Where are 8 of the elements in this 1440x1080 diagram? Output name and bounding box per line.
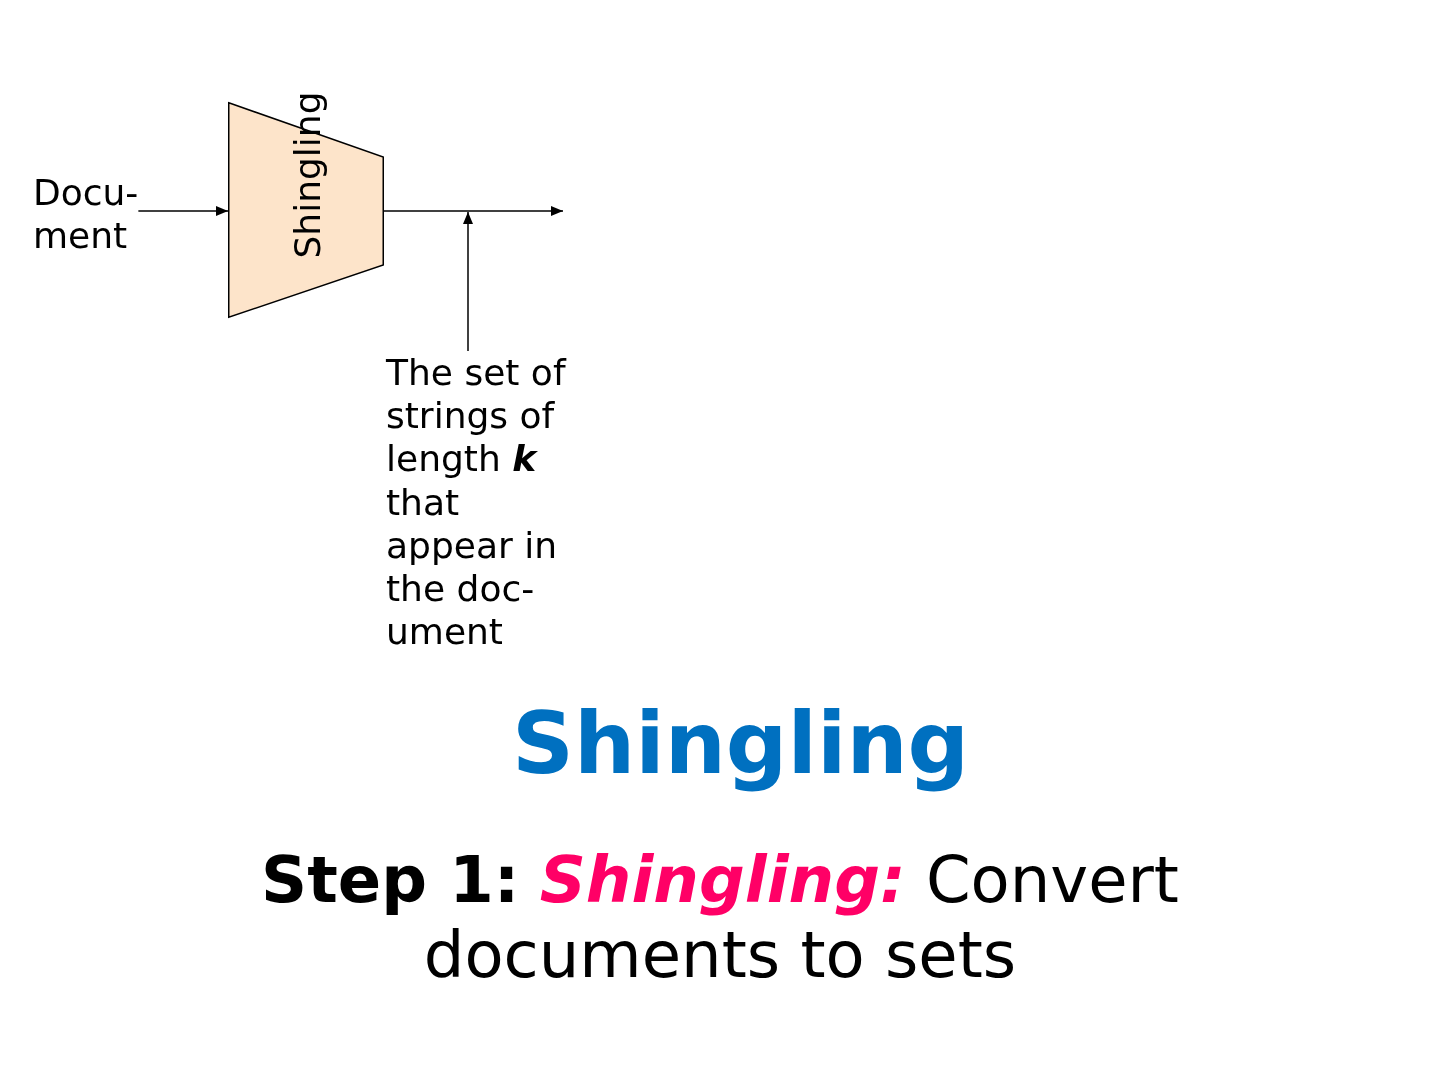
block-label: Shingling [285, 91, 329, 259]
text-label: The set of strings of length k that appear in the doc- ument [386, 351, 591, 654]
slide-title: Shingling [512, 692, 970, 795]
slide-caption: Step 1: Shingling: Convert documents to sets [260, 843, 1180, 993]
arrow [383, 206, 564, 216]
arrow [463, 211, 473, 352]
text-label: Docu- ment [33, 171, 139, 258]
arrow [137, 206, 229, 216]
